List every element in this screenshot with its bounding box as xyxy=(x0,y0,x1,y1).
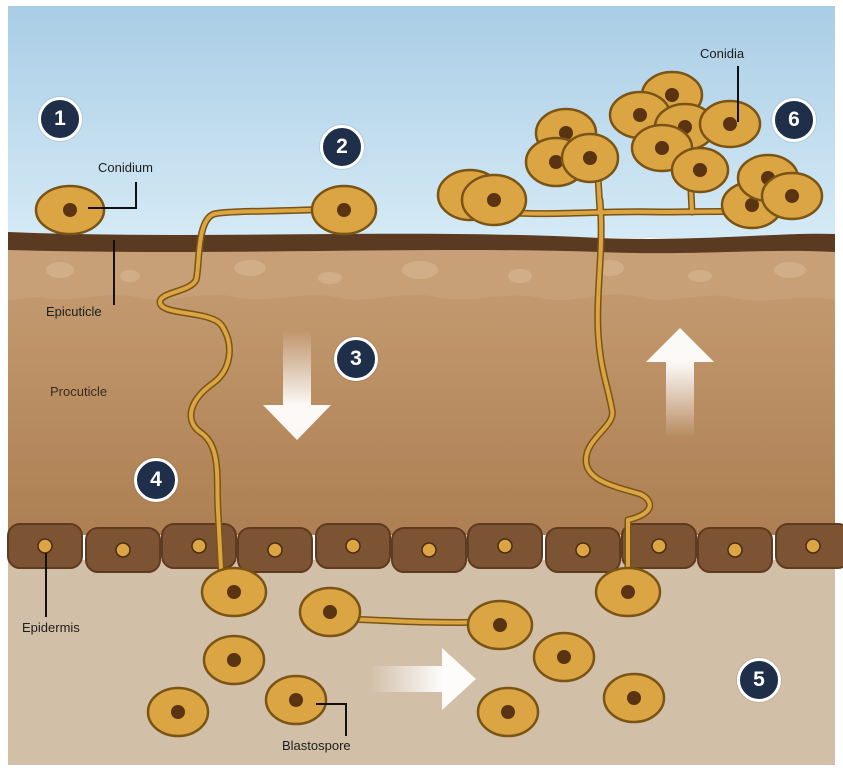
step-6-badge: 6 xyxy=(772,98,816,142)
epidermis-cell xyxy=(468,524,542,568)
step-3-badge: 3 xyxy=(334,337,378,381)
spore xyxy=(700,101,760,147)
epidermis-cell xyxy=(698,528,772,572)
spore xyxy=(468,601,532,649)
spore xyxy=(462,175,526,225)
spore xyxy=(562,134,618,182)
spore xyxy=(534,633,594,681)
step-5-badge: 5 xyxy=(737,658,781,702)
epidermis-cell xyxy=(162,524,236,568)
epidermis-cell xyxy=(392,528,466,572)
spore xyxy=(148,688,208,736)
step-4-badge: 4 xyxy=(134,458,178,502)
blastospore-label: Blastospore xyxy=(282,738,351,753)
spore xyxy=(204,636,264,684)
epidermis-cell xyxy=(316,524,390,568)
epidermis-label: Epidermis xyxy=(22,620,80,635)
spore xyxy=(596,568,660,616)
spore xyxy=(266,676,326,724)
epidermis-layer xyxy=(8,524,843,572)
haemocoel-layer xyxy=(8,560,835,765)
spore xyxy=(36,186,104,234)
epidermis-cell xyxy=(622,524,696,568)
epicuticle-label: Epicuticle xyxy=(46,304,102,319)
epidermis-cell xyxy=(776,524,843,568)
epidermis-cell xyxy=(238,528,312,572)
procuticle-layer xyxy=(8,285,835,535)
epidermis-cell xyxy=(86,528,160,572)
conidia-label: Conidia xyxy=(700,46,744,61)
spore xyxy=(312,186,376,234)
spore xyxy=(202,568,266,616)
spore xyxy=(604,674,664,722)
spore xyxy=(300,588,360,636)
epidermis-cell xyxy=(546,528,620,572)
spore xyxy=(672,148,728,192)
conidium-label: Conidium xyxy=(98,160,153,175)
step-1-badge: 1 xyxy=(38,97,82,141)
spore xyxy=(762,173,822,219)
procuticle-label: Procuticle xyxy=(50,384,107,399)
step-2-badge: 2 xyxy=(320,125,364,169)
spore xyxy=(478,688,538,736)
